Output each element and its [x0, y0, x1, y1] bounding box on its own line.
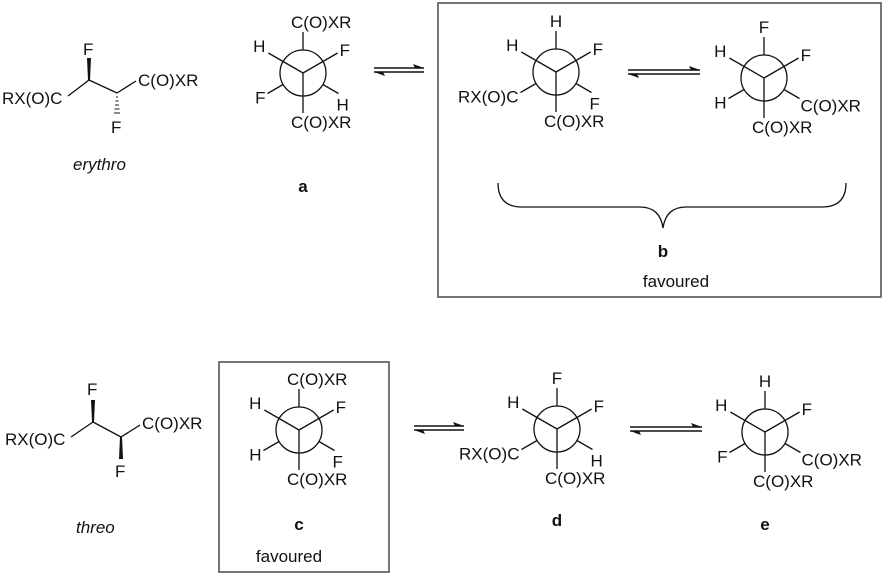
- newman-d: H F C(O)XR F RX(O)C Hd: [459, 369, 605, 530]
- back-lowright-label: C(O)XR: [801, 97, 861, 116]
- back-lowright-label: F: [333, 453, 343, 472]
- back-up-label: H: [550, 12, 562, 31]
- favoured-label-c: favoured: [256, 547, 322, 566]
- erythro-bottom-f: F: [111, 118, 121, 137]
- erythro-left-group: RX(O)C: [2, 89, 62, 108]
- back-bond-lowleft: [729, 442, 746, 454]
- equilibrium-arrows: [374, 64, 702, 435]
- favoured-box-c: [218, 361, 390, 573]
- equilibrium-arrow-c-d: [414, 422, 464, 434]
- newman-b2: H F C(O)XR F H C(O)XR: [714, 18, 861, 137]
- favoured-box-b: [437, 2, 882, 298]
- compound-label-a: a: [298, 177, 308, 196]
- front-bond-upright: [298, 409, 334, 431]
- front-bond-upright: [302, 52, 338, 74]
- wedge-bond: [119, 437, 123, 459]
- back-up-label: C(O)XR: [287, 370, 347, 389]
- back-lowleft-label: RX(O)C: [459, 445, 519, 464]
- front-down-label: C(O)XR: [753, 472, 813, 491]
- front-upleft-label: H: [715, 396, 727, 415]
- threo-right-group: C(O)XR: [142, 414, 202, 433]
- back-up-label: H: [759, 372, 771, 391]
- front-bond-upleft: [522, 408, 558, 430]
- front-upright-label: F: [336, 398, 346, 417]
- back-lowright-label: F: [590, 95, 600, 114]
- compound-label-c: c: [294, 515, 303, 534]
- wedge-bond: [87, 58, 91, 80]
- equilibrium-arrow-d-e: [630, 423, 702, 435]
- hash-bond: [114, 96, 120, 114]
- erythro-label: erythro: [73, 155, 126, 174]
- front-bond-upleft: [264, 409, 300, 431]
- front-bond-upleft: [729, 57, 765, 79]
- back-up-label: F: [759, 18, 769, 37]
- front-bond-upleft: [521, 51, 557, 73]
- newman-e: H F C(O)XR H F C(O)XR e: [715, 372, 862, 534]
- front-bond-upleft: [268, 52, 304, 74]
- front-bond-upright: [556, 408, 592, 430]
- erythro-structure: RX(O)C C(O)XR F F erythro: [2, 40, 198, 174]
- threo-label: threo: [76, 518, 115, 537]
- back-lowleft-label: H: [249, 446, 261, 465]
- equilibrium-arrow-b1-b2: [628, 66, 700, 78]
- front-bond-upright: [764, 411, 800, 433]
- threo-top-f: F: [87, 380, 97, 399]
- front-upleft-label: H: [714, 42, 726, 61]
- front-upright-label: F: [340, 41, 350, 60]
- back-lowleft-label: F: [255, 89, 265, 108]
- back-bond-lowleft: [520, 82, 537, 94]
- back-lowleft-label: RX(O)C: [458, 88, 518, 107]
- compound-label-e: e: [760, 515, 769, 534]
- front-down-label: C(O)XR: [545, 469, 605, 488]
- brace: [497, 182, 847, 229]
- equilibrium-arrow-a-b1: [374, 64, 424, 76]
- back-lowright-label: H: [337, 96, 349, 115]
- favoured-label-b: favoured: [643, 272, 709, 291]
- erythro-top-f: F: [83, 40, 93, 59]
- front-bond-upright: [763, 57, 799, 79]
- back-bond-lowleft: [728, 88, 745, 100]
- threo-bottom-f: F: [115, 462, 125, 481]
- back-bond-lowleft: [263, 440, 280, 452]
- front-down-label: C(O)XR: [752, 118, 812, 137]
- back-lowleft-label: F: [717, 448, 727, 467]
- front-upright-label: F: [801, 46, 811, 65]
- front-upright-label: F: [802, 400, 812, 419]
- back-bond-lowright: [784, 442, 801, 454]
- newman-a: H F C(O)XR C(O)XR F Ha: [253, 13, 351, 196]
- back-bond-lowright: [576, 439, 593, 451]
- back-bond-lowright: [318, 440, 335, 452]
- back-lowright-label: C(O)XR: [802, 451, 862, 470]
- erythro-right-group: C(O)XR: [138, 71, 198, 90]
- back-bond-lowright: [322, 83, 339, 95]
- wedge-bond: [91, 400, 95, 422]
- back-lowleft-label: H: [714, 94, 726, 113]
- back-lowright-label: H: [591, 452, 603, 471]
- back-up-label: C(O)XR: [291, 13, 351, 32]
- front-upleft-label: H: [253, 37, 265, 56]
- front-upleft-label: H: [507, 393, 519, 412]
- compound-label-d: d: [552, 511, 562, 530]
- front-upleft-label: H: [249, 394, 261, 413]
- threo-structure: RX(O)C C(O)XR F F threo: [5, 380, 202, 537]
- front-upright-label: F: [593, 40, 603, 59]
- threo-left-group: RX(O)C: [5, 430, 65, 449]
- front-down-label: C(O)XR: [287, 470, 347, 489]
- back-bond-lowleft: [521, 439, 538, 451]
- front-upright-label: F: [594, 397, 604, 416]
- front-down-label: C(O)XR: [291, 113, 351, 132]
- back-bond-lowright: [575, 82, 592, 94]
- front-upleft-label: H: [506, 36, 518, 55]
- front-down-label: C(O)XR: [544, 112, 604, 131]
- back-up-label: F: [552, 369, 562, 388]
- back-bond-lowleft: [267, 83, 284, 95]
- front-bond-upleft: [730, 411, 766, 433]
- compound-label-b: b: [658, 242, 668, 261]
- back-bond-lowright: [783, 88, 800, 100]
- front-bond-upright: [555, 51, 591, 73]
